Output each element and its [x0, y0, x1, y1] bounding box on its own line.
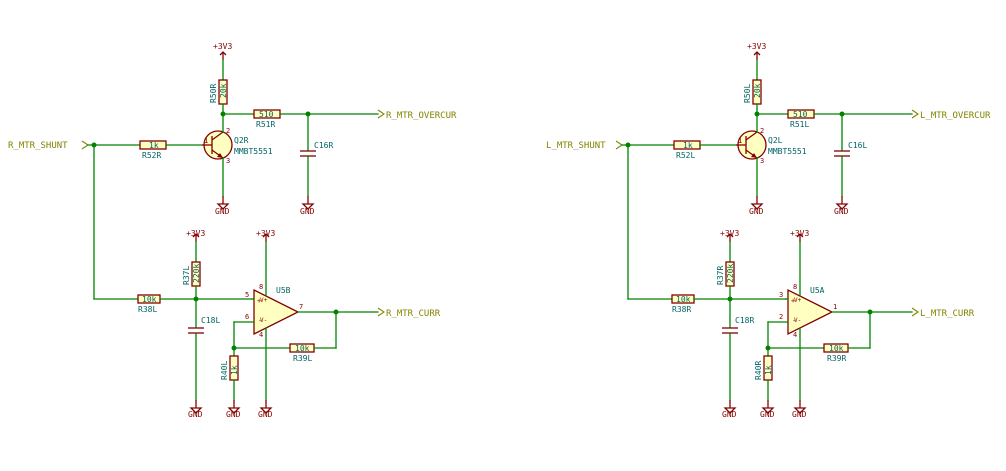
svg-text:8: 8: [793, 283, 797, 291]
opamp-u5: + - V+ V- 5 6 7 8 4: [245, 283, 303, 339]
svg-text:GND: GND: [258, 410, 273, 419]
svg-text:V+: V+: [794, 297, 802, 304]
svg-text:1: 1: [738, 137, 742, 145]
r52-ref: R52R: [142, 151, 161, 160]
net-label-curr: L_MTR_CURR: [920, 309, 975, 319]
svg-text:+3V3: +3V3: [747, 42, 766, 51]
net-label-shunt: R_MTR_SHUNT: [8, 141, 68, 151]
vcc-label: +3V3: [213, 42, 232, 51]
svg-text:2: 2: [760, 127, 764, 135]
r52-ref: R52L: [676, 151, 695, 160]
svg-text:7: 7: [299, 303, 303, 311]
svg-text:GND: GND: [760, 410, 775, 419]
c18-ref: C18L: [201, 316, 220, 325]
r39-ref: R39R: [827, 354, 846, 363]
q2-ref: Q2L: [768, 136, 783, 145]
svg-text:1: 1: [833, 303, 837, 311]
r40-ref: R40R: [754, 361, 763, 380]
svg-text:GND: GND: [188, 410, 203, 419]
r39-ref: R39L: [293, 354, 312, 363]
svg-text:8: 8: [259, 283, 263, 291]
svg-text:V-: V-: [260, 317, 267, 324]
r38-value: 10k: [142, 295, 157, 304]
input-port: [81, 140, 89, 150]
r52-value: 1k: [683, 141, 693, 150]
q2-value: MMBT5551: [234, 147, 273, 156]
q2-ref: Q2R: [234, 136, 249, 145]
r37-value: 220k: [192, 264, 201, 283]
net-label-curr: R_MTR_CURR: [386, 309, 441, 319]
svg-text:4: 4: [259, 331, 263, 339]
channel-left: L_MTR_SHUNT 1k R52L 1 2 3 Q2L MMBT5551 G…: [546, 42, 991, 419]
svg-text:GND: GND: [226, 410, 241, 419]
svg-text:GND: GND: [300, 207, 315, 216]
svg-text:3: 3: [760, 157, 764, 165]
net-label-overcur: L_MTR_OVERCUR: [920, 111, 991, 121]
r40-ref: R40L: [220, 361, 229, 380]
svg-text:-: -: [258, 317, 262, 325]
transistor-q2: 1 2 3: [202, 127, 233, 165]
transistor-q2: 1 2 3: [736, 127, 767, 165]
c18-ref: C18R: [735, 316, 754, 325]
r51-value: 510: [259, 110, 274, 119]
r40-value: 1k: [230, 365, 239, 375]
svg-text:GND: GND: [749, 207, 764, 216]
svg-text:GND: GND: [834, 207, 849, 216]
r50-value: 20k: [753, 83, 762, 98]
svg-text:V-: V-: [794, 317, 801, 324]
r51-value: 510: [793, 110, 808, 119]
r38-ref: R38L: [138, 305, 157, 314]
svg-text:2: 2: [226, 127, 230, 135]
u5-ref: U5A: [810, 286, 825, 295]
svg-text:GND: GND: [722, 410, 737, 419]
channel-right: R_MTR_SHUNT 1k R52R 1 2 3 Q2R MMBT5551 G…: [8, 42, 457, 419]
r40-value: 1k: [764, 365, 773, 375]
net-label-overcur: R_MTR_OVERCUR: [386, 111, 457, 121]
u5-ref: U5B: [276, 286, 291, 295]
r39-value: 10k: [295, 344, 310, 353]
q2-value: MMBT5551: [768, 147, 807, 156]
r38-ref: R38R: [672, 305, 691, 314]
r39-value: 10k: [829, 344, 844, 353]
c16-ref: C16L: [848, 141, 867, 150]
r52-value: 1k: [149, 141, 159, 150]
c16-ref: C16R: [314, 141, 333, 150]
svg-text:3: 3: [226, 157, 230, 165]
svg-text:+3V3: +3V3: [720, 229, 739, 238]
svg-text:+: +: [791, 297, 795, 305]
svg-text:4: 4: [793, 331, 797, 339]
svg-text:+3V3: +3V3: [256, 229, 275, 238]
r51-ref: R51R: [256, 120, 275, 129]
r51-ref: R51L: [790, 120, 809, 129]
svg-text:3: 3: [779, 291, 783, 299]
r50-ref: R50L: [743, 84, 752, 103]
svg-text:6: 6: [245, 313, 249, 321]
opamp-u5: + - V+ V- 3 2 1 8 4: [779, 283, 837, 339]
svg-text:-: -: [792, 317, 796, 325]
svg-text:GND: GND: [792, 410, 807, 419]
r37-ref: R37R: [716, 266, 725, 285]
r50-ref: R50R: [209, 84, 218, 103]
r37-value: 220k: [726, 264, 735, 283]
svg-text:5: 5: [245, 291, 249, 299]
net-label-shunt: L_MTR_SHUNT: [546, 141, 606, 151]
svg-text:2: 2: [779, 313, 783, 321]
r37-ref: R37L: [182, 266, 191, 285]
r38-value: 10k: [676, 295, 691, 304]
svg-text:+3V3: +3V3: [790, 229, 809, 238]
svg-text:+3V3: +3V3: [186, 229, 205, 238]
svg-text:+: +: [257, 297, 261, 305]
svg-text:V+: V+: [260, 297, 268, 304]
gnd-label: GND: [215, 207, 230, 216]
svg-text:1: 1: [204, 137, 208, 145]
r50-value: 20k: [219, 83, 228, 98]
